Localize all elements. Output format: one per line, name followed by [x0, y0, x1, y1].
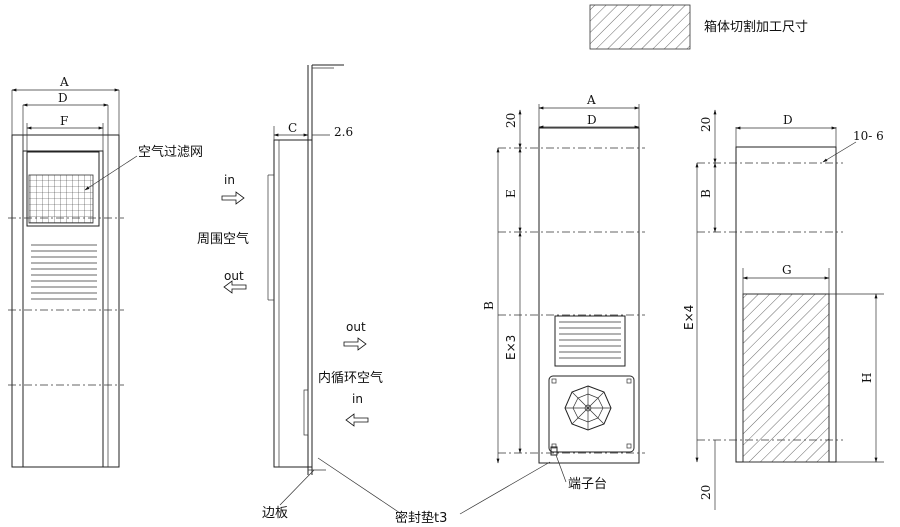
- dim-label-B2: B: [699, 189, 713, 198]
- dim-label-C: C: [288, 121, 297, 135]
- dim-label-D2: D: [587, 113, 597, 127]
- flow-out-bottom: out: [346, 320, 366, 334]
- dim-label-E4: E×4: [682, 305, 696, 330]
- legend-label: 箱体切割加工尺寸: [704, 19, 808, 35]
- callout-filter: 空气过滤网: [138, 144, 203, 160]
- air-flow-labels: in 周围空气 out out 内循环空气 in: [197, 173, 383, 427]
- callout-terminal: 端子台: [568, 477, 607, 492]
- dim-label-D3: D: [783, 113, 793, 127]
- callout-gasket: 密封垫t3: [395, 510, 447, 526]
- dim-label-holes: 10- 6: [853, 129, 884, 143]
- filter-grid: [28, 174, 94, 224]
- dim-label-E3: E×3: [504, 335, 518, 360]
- dim-label-E: E: [504, 189, 518, 198]
- holes-leader: [822, 141, 857, 163]
- left-arrow-icon: [223, 280, 247, 294]
- flow-in-bottom: in: [352, 392, 363, 406]
- terminal-leader: [555, 454, 567, 483]
- right-arrow-icon: [221, 191, 245, 205]
- dim-label-thickness: 2.6: [334, 125, 353, 139]
- internal-cabinet-outline: [538, 127, 640, 464]
- flow-out-top: out: [224, 269, 244, 283]
- dim-label-B: B: [482, 301, 496, 310]
- gasket-leader-right: [459, 461, 551, 515]
- side-section-view: C 2.6 边板 密封垫t3: [262, 64, 447, 526]
- dim-label-A: A: [59, 75, 69, 89]
- cutout-view: D 10- 6 20 B E×4 20 G H: [682, 109, 884, 510]
- right-arrow-icon: [343, 337, 367, 351]
- legend-hatch-swatch: [589, 4, 691, 50]
- dim-label-D: D: [58, 91, 68, 105]
- filter-frame: [26, 151, 100, 227]
- gasket-leader-left: [317, 457, 401, 514]
- dim-label-20c: 20: [699, 485, 713, 500]
- callout-side-panel: 边板: [262, 506, 288, 521]
- dim-label-F: F: [60, 114, 68, 128]
- internal-louver-frame: [554, 315, 626, 367]
- callout-internal: 内循环空气: [318, 370, 383, 386]
- legend: 箱体切割加工尺寸: [589, 4, 808, 50]
- front-exterior-view: A D F 空气过滤网: [8, 75, 203, 468]
- cutout-hatch-area: [742, 293, 830, 463]
- callout-ambient: 周围空气: [197, 231, 249, 247]
- fan-icon: [564, 385, 612, 431]
- front-louvers: [31, 244, 97, 300]
- internal-louvers: [559, 321, 621, 359]
- side-unit-body: [273, 139, 313, 468]
- flow-in-top: in: [224, 173, 235, 187]
- dim-label-A2: A: [586, 93, 596, 107]
- fan-housing: [548, 375, 635, 453]
- side-panel-leader: [279, 469, 315, 506]
- dim-label-20b: 20: [699, 117, 713, 132]
- dim-label-G: G: [782, 263, 792, 277]
- dim-label-20a: 20: [504, 113, 518, 128]
- internal-front-view: A D 20 E E×3 B: [459, 93, 645, 515]
- filter-leader: [84, 155, 138, 191]
- dim-label-H: H: [860, 373, 874, 383]
- left-arrow-icon: [345, 413, 369, 427]
- terminal-block: [550, 446, 558, 456]
